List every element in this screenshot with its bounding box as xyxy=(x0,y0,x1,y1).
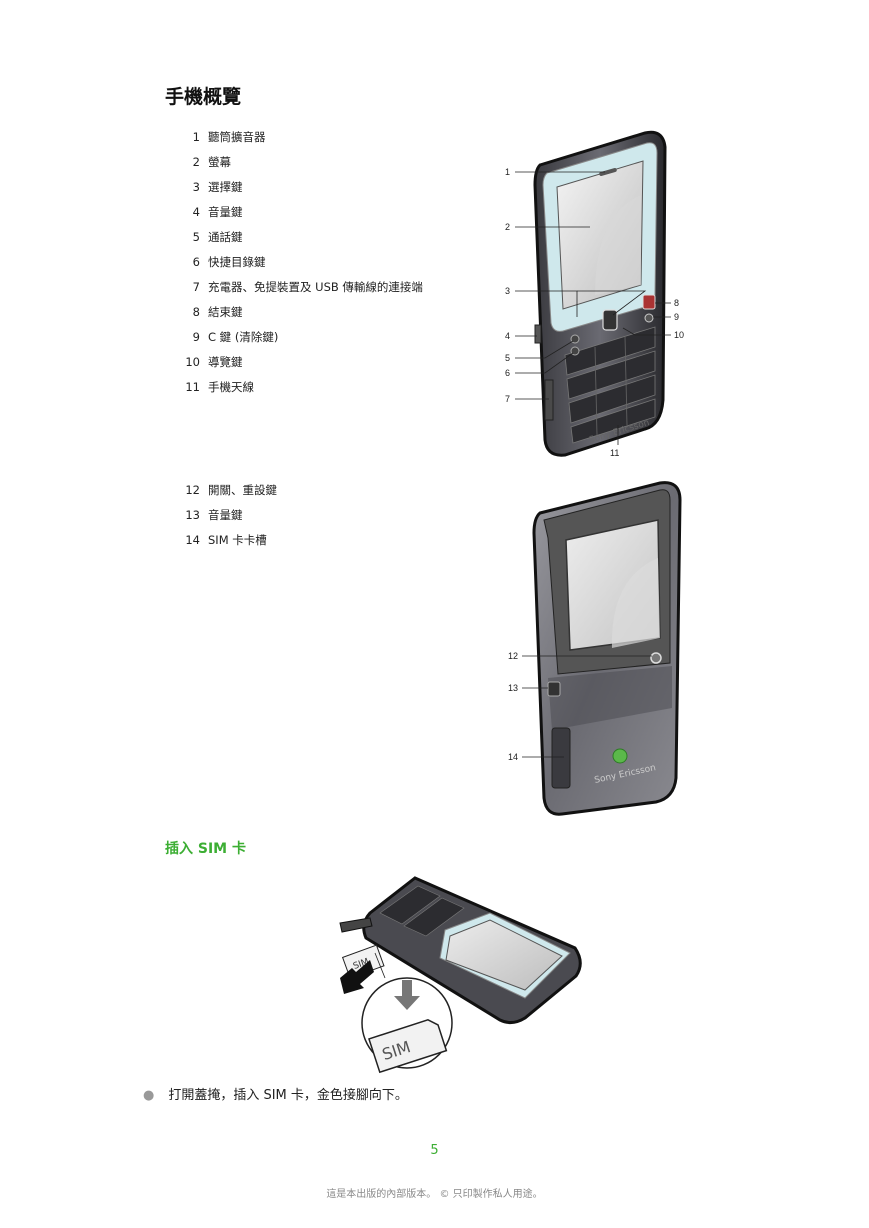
instruction-text: ●打開蓋掩，插入 SIM 卡，金色接腳向下。 xyxy=(143,1088,408,1103)
page-number: 5 xyxy=(430,1143,439,1158)
callout-label: 13 xyxy=(508,683,518,693)
callout-label: 14 xyxy=(508,752,518,762)
callout-label: 6 xyxy=(505,368,510,378)
callout-label: 7 xyxy=(505,394,510,404)
callout-label: 9 xyxy=(674,312,679,322)
section-heading: 插入 SIM 卡 xyxy=(165,841,246,857)
callout-label: 3 xyxy=(505,286,510,296)
phone-front-illustration: Sony Ericsson 1 2 3 4 5 6 7 8 9 10 11 xyxy=(505,130,684,458)
page-title: 手機概覽 xyxy=(165,86,242,108)
callout-label: 5 xyxy=(505,353,510,363)
callout-label: 10 xyxy=(674,330,684,340)
callout-label: 8 xyxy=(674,298,679,308)
callout-label: 11 xyxy=(610,448,619,458)
sim-insert-illustration: SIM SIM xyxy=(339,876,582,1074)
callout-label: 2 xyxy=(505,222,510,232)
phone-back-illustration: Sony Ericsson 12 13 14 xyxy=(508,481,682,816)
footer-notice: 這是本出版的內部版本。 © 只印製作私人用途。 xyxy=(326,1189,543,1200)
callout-label: 1 xyxy=(505,167,510,177)
callout-label: 12 xyxy=(508,651,518,661)
callout-label: 4 xyxy=(505,331,510,341)
